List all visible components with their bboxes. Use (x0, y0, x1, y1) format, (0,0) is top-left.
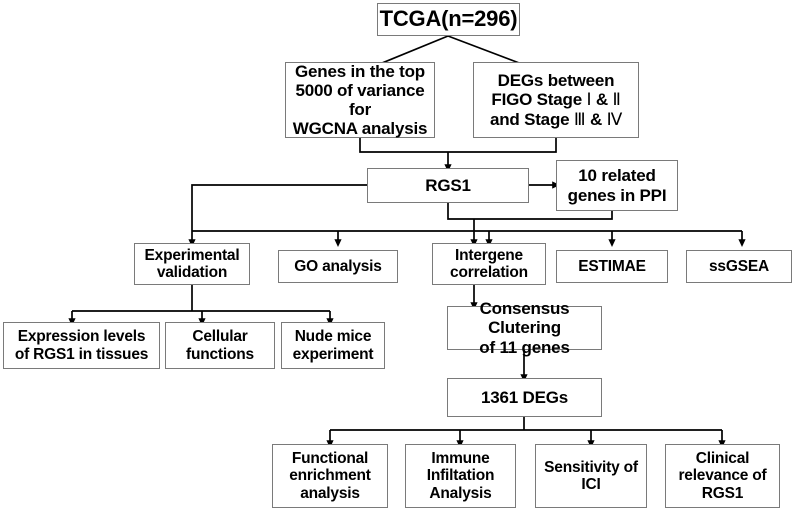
node-intergene-correlation: Intergene correlation (432, 243, 546, 285)
roman-numeral-iii: Ⅲ (573, 109, 586, 129)
node-tcga: TCGA(n=296) (377, 3, 520, 36)
nudemice-line-1: Nude mice (294, 328, 372, 346)
funcenrich-line-1: Functional (291, 449, 369, 467)
funcenrich-line-3: analysis (300, 484, 360, 502)
figo-line-1: DEGs between (497, 71, 615, 91)
node-sensitivity-of-ici-label: Sensitivity of ICI (541, 459, 641, 494)
ppi-line-2: genes in PPI (567, 185, 667, 205)
node-consensus-clustering: Consensus Clutering of 11 genes (447, 299, 602, 357)
node-consensus-clustering-label: Consensus Clutering of 11 genes (448, 299, 601, 356)
node-wgcna-label: Genes in the top 5000 of variance for WG… (286, 62, 434, 138)
cellfunc-line-2: functions (186, 345, 254, 363)
node-rgs1-label: RGS1 (425, 175, 471, 195)
roman-numeral-i: Ⅰ (586, 90, 592, 110)
intergene-line-2: correlation (450, 264, 528, 281)
node-degs-figo-label: DEGs between FIGO Stage Ⅰ & Ⅱ and Stage … (487, 71, 625, 128)
cellfunc-line-1: Cellular (192, 328, 248, 346)
node-clinical-relevance-label: Clinical relevance of RGS1 (675, 450, 769, 502)
immune-line-3: Analysis (429, 484, 492, 502)
exprlevels-line-2: of RGS1 in tissues (14, 345, 149, 363)
immune-line-1: Immune (431, 449, 490, 467)
node-wgcna: Genes in the top 5000 of variance for WG… (285, 62, 435, 138)
node-nude-mice-experiment: Nude mice experiment (281, 322, 385, 369)
node-intergene-correlation-label: Intergene correlation (447, 247, 531, 282)
node-cellular-functions: Cellular functions (165, 322, 275, 369)
exprlevels-line-1: Expression levels (17, 328, 146, 346)
node-tcga-label: TCGA(n=296) (379, 6, 518, 32)
figo-line-3-text: and Stage (489, 109, 574, 129)
sensici-line-1: Sensitivity of (544, 458, 638, 476)
expval-line-2: validation (156, 264, 228, 281)
consensus-line-1: Consensus Clutering (479, 299, 570, 338)
node-ppi-label: 10 related genes in PPI (565, 166, 670, 204)
wgcna-line-3: WGCNA analysis (292, 119, 428, 139)
sensici-line-2: ICI (581, 476, 601, 493)
node-functional-enrichment-label: Functional enrichment analysis (286, 450, 374, 502)
funcenrich-line-2: enrichment (289, 467, 371, 485)
node-experimental-validation: Experimental validation (134, 243, 250, 285)
node-1361-degs: 1361 DEGs (447, 378, 602, 417)
wgcna-line-2: 5000 of variance for (295, 80, 425, 119)
immune-line-2: Infiltation (426, 467, 495, 485)
node-functional-enrichment: Functional enrichment analysis (272, 444, 388, 508)
node-nude-mice-experiment-label: Nude mice experiment (290, 328, 377, 363)
roman-numeral-iv: Ⅳ (606, 109, 623, 129)
node-rgs1: RGS1 (367, 168, 529, 203)
figo-amp-2: & (585, 109, 607, 129)
clinrel-line-2: relevance of (678, 467, 767, 485)
wgcna-line-1: Genes in the top (295, 61, 425, 81)
node-experimental-validation-label: Experimental validation (142, 247, 243, 282)
clinrel-line-1: Clinical (695, 449, 750, 467)
node-expression-levels-label: Expression levels of RGS1 in tissues (12, 328, 151, 363)
node-ssgsea-label: ssGSEA (709, 257, 769, 275)
figo-amp-1: & (591, 90, 613, 110)
node-immune-infiltration: Immune Infiltation Analysis (405, 444, 516, 508)
intergene-line-1: Intergene (455, 246, 523, 264)
roman-numeral-ii: Ⅱ (612, 90, 621, 110)
node-cellular-functions-label: Cellular functions (183, 328, 257, 363)
node-go-analysis-label: GO analysis (294, 257, 382, 275)
node-sensitivity-of-ici: Sensitivity of ICI (535, 444, 647, 508)
consensus-line-2: of 11 genes (479, 337, 570, 357)
node-1361-degs-label: 1361 DEGs (480, 387, 569, 407)
node-estimae: ESTIMAE (556, 250, 668, 283)
node-ssgsea: ssGSEA (686, 250, 792, 283)
node-clinical-relevance: Clinical relevance of RGS1 (665, 444, 780, 508)
expval-line-1: Experimental (144, 246, 240, 264)
figo-line-2-text: FIGO Stage (491, 90, 587, 110)
node-degs-figo: DEGs between FIGO Stage Ⅰ & Ⅱ and Stage … (473, 62, 639, 138)
node-ppi: 10 related genes in PPI (556, 160, 678, 211)
clinrel-line-3: RGS1 (701, 484, 744, 502)
node-estimae-label: ESTIMAE (578, 257, 646, 275)
nudemice-line-2: experiment (292, 345, 374, 363)
ppi-line-1: 10 related (578, 166, 656, 186)
node-go-analysis: GO analysis (278, 250, 398, 283)
node-expression-levels: Expression levels of RGS1 in tissues (3, 322, 160, 369)
node-immune-infiltration-label: Immune Infiltation Analysis (424, 450, 498, 502)
